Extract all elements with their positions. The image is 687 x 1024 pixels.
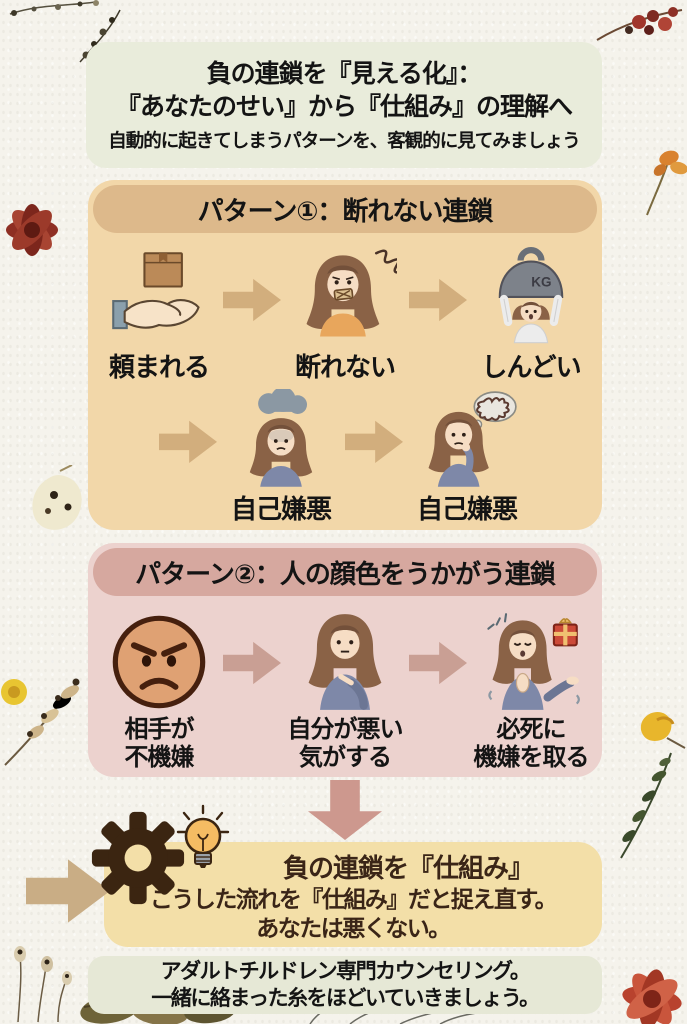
step-self-loathing-1: 自己嫌悪 <box>217 388 345 525</box>
lightbulb-icon <box>176 804 230 868</box>
down-arrow-icon <box>308 780 382 840</box>
conclusion-heading: 負の連鎖を『仕組み』 <box>282 852 534 883</box>
pattern1-row1: 頼まれる 断れない <box>88 247 602 383</box>
pattern1-row2: 自己嫌悪 自己嫌悪 <box>88 388 602 525</box>
step-feel-at-fault: 自分が悪い 気がする <box>281 610 409 771</box>
step-exhausted-label: しんどい <box>481 352 581 382</box>
arrow-icon <box>345 419 403 465</box>
step-asked: 頼まれる <box>95 247 223 383</box>
left-cream-flower-decoration <box>32 465 82 530</box>
step-self-loathing-2-label: 自己嫌悪 <box>416 493 518 524</box>
arrow-icon <box>223 640 281 686</box>
title-line-1: 負の連鎖を『見える化』： <box>206 59 483 88</box>
bottom-right-red-flower-decoration <box>622 969 682 1024</box>
woman-lifting-weight-icon: KG <box>498 247 564 344</box>
right-green-sprig-decoration <box>620 752 672 859</box>
title-line-2: 『あなたのせい』から『仕組み』の理解へ <box>115 92 573 121</box>
woman-pointing-self-icon <box>308 614 382 710</box>
step-other-upset: 相手が 不機嫌 <box>95 610 223 771</box>
step-feel-at-fault-label2: 気がする <box>299 743 392 771</box>
hand-receiving-box-icon <box>112 252 200 330</box>
pattern1-card: パターン①：断れない連鎖 頼まれる <box>88 180 602 530</box>
pattern2-card: パターン②：人の顔色をうかがう連鎖 相手が 不機嫌 <box>88 543 602 777</box>
footer-line-1: アダルトチルドレン専門カウンセリング。 <box>160 959 531 983</box>
title-card: 負の連鎖を『見える化』： 『あなたのせい』から『仕組み』の理解へ 自動的に起きて… <box>86 42 602 168</box>
step-appease: 必死に 機嫌を取る <box>467 610 595 771</box>
conclusion-box: 負の連鎖を『仕組み』 こうした流れを『仕組み』だと捉え直す。 あなたは悪くない。 <box>104 842 602 947</box>
pattern1-header: パターン①：断れない連鎖 <box>93 185 597 233</box>
pattern2-row: 相手が 不機嫌 自分が悪い 気がする <box>88 610 602 771</box>
conclusion-line-1: こうした流れを『仕組み』だと捉え直す。 <box>149 885 558 912</box>
step-self-loathing-1-label: 自己嫌悪 <box>230 493 332 524</box>
woman-pleasing-gift-icon <box>487 613 580 710</box>
footer-line-2: 一緒に絡まった糸をほどいていきましょう。 <box>151 987 540 1010</box>
arrow-icon <box>159 419 217 465</box>
conclusion-line-2: あなたは悪くない。 <box>256 915 451 941</box>
woman-rain-cloud-icon <box>249 388 313 487</box>
step-self-loathing-2: 自己嫌悪 <box>403 389 531 525</box>
step-asked-label: 頼まれる <box>108 352 210 382</box>
right-yellow-poppy-decoration <box>640 711 686 749</box>
gear-icon <box>91 811 185 905</box>
step-appease-label1: 必死に <box>496 716 567 743</box>
woman-tangled-thought-icon <box>428 391 517 487</box>
step-appease-label2: 機嫌を取る <box>473 743 590 771</box>
step-cant-refuse: 断れない <box>281 247 409 383</box>
step-cant-refuse-label: 断れない <box>294 352 396 382</box>
footer-card: アダルトチルドレン専門カウンセリング。 一緒に絡まった糸をほどいていきましょう。 <box>88 956 602 1014</box>
bottom-left-stems-decoration <box>14 946 72 1023</box>
arrow-icon <box>409 640 467 686</box>
step-exhausted: KG しんどい <box>467 247 595 383</box>
title-subtitle: 自動的に起きてしまうパターンを、客観的に見てみましょう <box>108 129 581 151</box>
angry-face-icon <box>112 615 206 709</box>
left-red-flower-decoration <box>6 204 58 256</box>
step-feel-at-fault-label1: 自分が悪い <box>287 716 404 743</box>
arrow-icon <box>223 277 281 323</box>
arrow-icon <box>409 277 467 323</box>
weight-kg-label: KG <box>531 275 551 290</box>
taped-mouth-woman-icon <box>306 249 397 337</box>
right-orange-flowers-decoration <box>646 150 687 216</box>
step-other-upset-label2: 不機嫌 <box>124 743 195 771</box>
pattern2-header: パターン②：人の顔色をうかがう連鎖 <box>93 548 597 596</box>
step-other-upset-label1: 相手が <box>124 716 195 743</box>
